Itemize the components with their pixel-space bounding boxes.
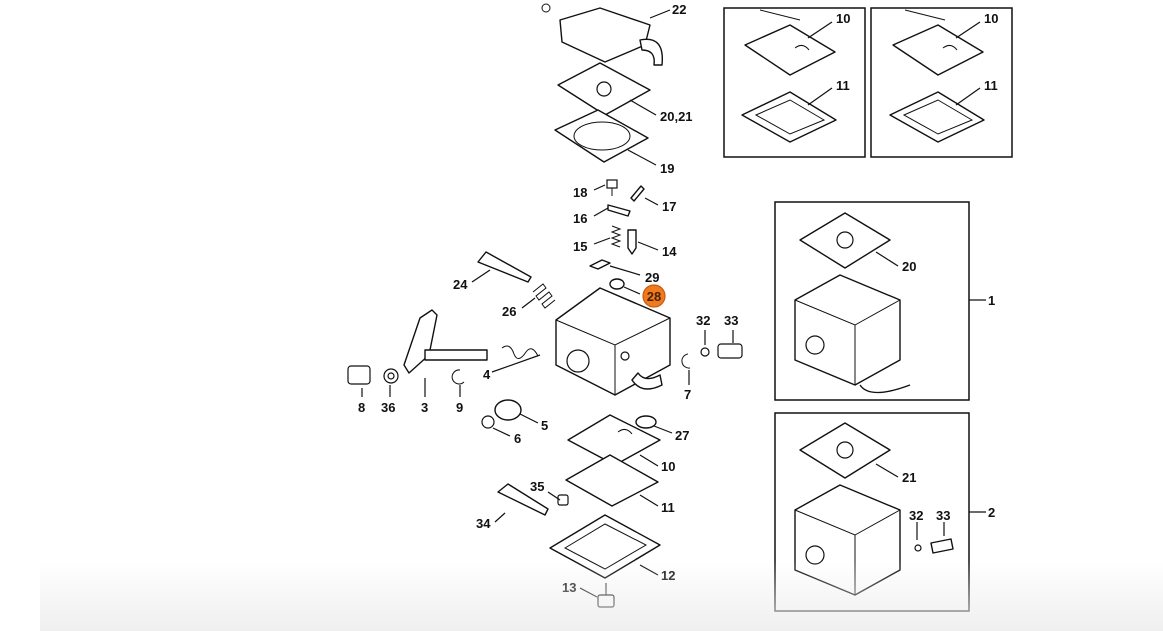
part-label-32[interactable]: 32 (696, 313, 710, 328)
part-label-27[interactable]: 27 (675, 428, 689, 443)
part-label-33[interactable]: 33 (724, 313, 738, 328)
part-label-24[interactable]: 24 (453, 277, 468, 292)
part-label-8[interactable]: 8 (358, 400, 365, 415)
part-label-20-21[interactable]: 20,21 (660, 109, 693, 124)
part-label-14[interactable]: 14 (662, 244, 677, 259)
part-label-26[interactable]: 26 (502, 304, 516, 319)
part-label-5[interactable]: 5 (541, 418, 548, 433)
part-label-13[interactable]: 13 (562, 580, 576, 595)
part-label-2[interactable]: 2 (988, 505, 995, 520)
part-label-18[interactable]: 18 (573, 185, 587, 200)
part-label-9[interactable]: 9 (456, 400, 463, 415)
inset-top-left (723, 7, 866, 158)
part-label-32-inset[interactable]: 32 (909, 508, 923, 523)
part-label-11-inset-a[interactable]: 11 (836, 78, 850, 93)
part-label-10-inset-a[interactable]: 10 (836, 11, 850, 26)
part-label-6[interactable]: 6 (514, 431, 521, 446)
inset-assembly-1 (774, 201, 970, 401)
part-28-highlight[interactable]: 28 (642, 284, 666, 308)
part-label-10-inset-b[interactable]: 10 (984, 11, 998, 26)
part-label-7[interactable]: 7 (684, 387, 691, 402)
part-label-36[interactable]: 36 (381, 400, 395, 415)
part-label-15[interactable]: 15 (573, 239, 587, 254)
part-label-1[interactable]: 1 (988, 293, 995, 308)
part-label-17[interactable]: 17 (662, 199, 676, 214)
inset-top-right (870, 7, 1013, 158)
part-label-33-inset[interactable]: 33 (936, 508, 950, 523)
parts-drawing (347, 3, 743, 608)
part-label-4[interactable]: 4 (483, 367, 491, 382)
part-label-29[interactable]: 29 (645, 270, 659, 285)
part-label-10[interactable]: 10 (661, 459, 675, 474)
part-label-22[interactable]: 22 (672, 2, 686, 17)
part-label-34[interactable]: 34 (476, 516, 491, 531)
part-label-21[interactable]: 21 (902, 470, 916, 485)
highlight-ring (642, 284, 666, 308)
part-label-3[interactable]: 3 (421, 400, 428, 415)
part-label-35[interactable]: 35 (530, 479, 544, 494)
part-label-19[interactable]: 19 (660, 161, 674, 176)
part-label-11[interactable]: 11 (661, 500, 675, 515)
part-label-16[interactable]: 16 (573, 211, 587, 226)
part-label-12[interactable]: 12 (661, 568, 675, 583)
part-label-28[interactable]: 28 (647, 289, 661, 304)
part-label-20[interactable]: 20 (902, 259, 916, 274)
part-label-11-inset-b[interactable]: 11 (984, 78, 998, 93)
